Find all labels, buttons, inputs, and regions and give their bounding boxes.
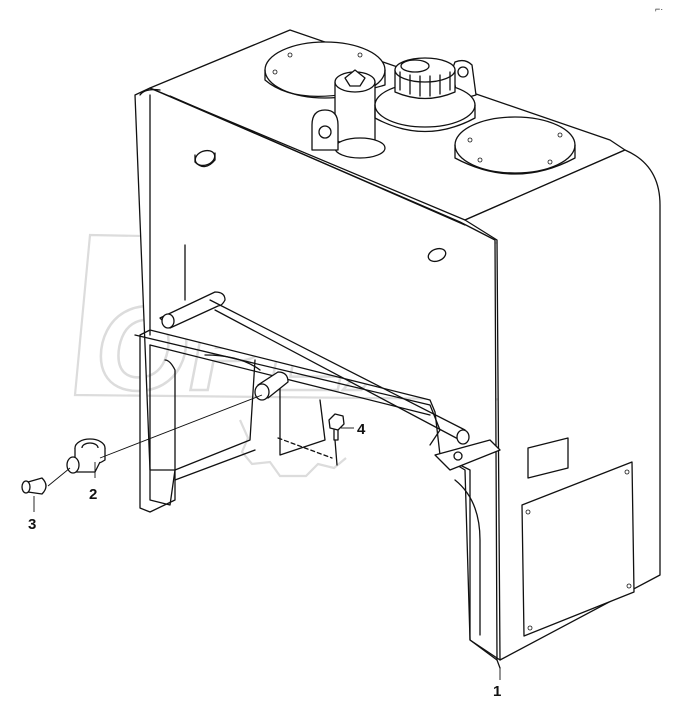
- callout-4: 4: [357, 421, 366, 438]
- elbow-fitting-part-2: [66, 438, 106, 474]
- corner-mark: ⌐·: [655, 4, 663, 14]
- leader-lines: [33, 394, 501, 680]
- callout-3: 3: [28, 516, 36, 533]
- plug-part-3: [21, 477, 47, 495]
- callout-1: 1: [493, 683, 501, 700]
- top-fittings: [264, 41, 576, 175]
- callout-2: 2: [89, 486, 97, 503]
- bolt-part-4: [277, 413, 345, 466]
